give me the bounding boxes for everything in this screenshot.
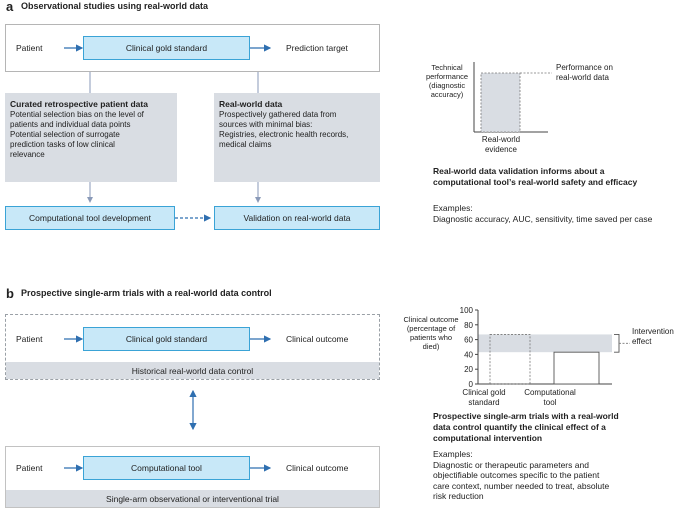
curated-retrospective-box: Curated retrospective patient data Poten… [5,93,177,182]
chart-b-xlabel-line: standard [468,398,500,407]
chart-b-y-tick-label: 0 [469,380,474,389]
chart-b-xlabel-line: tool [543,398,557,407]
panel-a-title: Observational studies using real-world d… [21,1,209,11]
clinical-gold-standard-box: Clinical gold standard [83,327,250,351]
panel-a-examples-label: Examples: [433,203,473,213]
chart-a-annotation-line: real-world data [556,73,609,82]
real-world-data-box: Real-world data Prospectively gathered d… [214,93,380,182]
chart-b-y-tick-label: 80 [464,321,473,330]
realworld-line: sources with minimal bias: [219,120,313,129]
curated-heading: Curated retrospective patient data [10,99,148,109]
patient-label: Patient [16,463,43,473]
realworld-line: medical claims [219,140,272,149]
chart-a-annotation-line: Performance on [556,63,613,72]
chart-b-ylabel-line: Clinical outcome [403,315,459,324]
tool-development-box: Computational tool development [5,206,175,230]
chart-b-xlabel-line: Computational [524,388,576,397]
realworld-line: Registries, electronic health records, [219,130,349,139]
panel-a-summary-line: Real-world data validation informs about… [433,166,605,176]
intervention-effect-line: effect [632,337,652,346]
panel-b-summary-line: computational intervention [433,433,543,443]
chart-a-ylabel-line: (diagnostic [428,81,466,90]
panel-b-examples-line: Diagnostic or therapeutic parameters and [433,459,589,470]
panel-b-summary-line: data control quantify the clinical effec… [433,422,606,432]
clinical-gold-standard-box: Clinical gold standard [83,36,250,60]
chart-a-xlabel: Real-world evidence [474,135,528,155]
chart-b-y-tick-label: 20 [464,365,473,374]
bar-clinical-gold-standard [489,334,531,385]
validation-box: Validation on real-world data [214,206,380,230]
panel-b-title: Prospective single-arm trials with a rea… [21,288,272,298]
realworld-line: Prospectively gathered data from [219,110,337,119]
panel-b-examples-label: Examples: [433,449,473,459]
intervention-effect-band [478,334,612,353]
chart-a-xlabel-line: Real-world [481,135,521,144]
curated-line: Potential selection bias on the level of [10,110,144,119]
historical-control-frame [5,314,380,380]
chart-a-bar [480,72,521,133]
chart-b-ylabel: Clinical outcome (percentage of patients… [401,315,461,351]
intervention-effect-line: Intervention [632,327,674,336]
intervention-effect-bracket [614,333,620,353]
panel-a-examples-text: Diagnostic accuracy, AUC, sensitivity, t… [433,214,653,224]
curated-line: relevance [10,150,45,159]
realworld-heading: Real-world data [219,99,283,109]
panel-b-examples-line: care context, number needed to treat, ab… [433,480,610,491]
curated-line: patients and individual data points [10,120,131,129]
chart-b-xlabel-2: Computational tool [515,388,585,408]
chart-b-y-tick-label: 40 [464,350,473,359]
chart-a-ylabel-line: performance [425,72,469,81]
chart-b-ylabel-line: patients who died) [409,333,453,351]
panel-a-summary: Real-world data validation informs about… [433,166,637,188]
panel-b-summary: Prospective single-arm trials with a rea… [433,411,619,444]
panel-a-examples: Examples: Diagnostic accuracy, AUC, sens… [433,203,652,225]
chart-a-annotation: Performance on real-world data [556,63,613,83]
chart-b-xlabel-1: Clinical gold standard [449,388,519,408]
chart-b: 100 80 60 40 20 0 [460,306,630,389]
chart-b-ylabel-line: (percentage of [406,324,456,333]
intervention-effect-label: Intervention effect [632,327,674,347]
single-arm-frame [5,446,380,508]
chart-a-ylabel-line: Technical [431,63,463,72]
computational-tool-box: Computational tool [83,456,250,480]
panel-b-examples-line: risk reduction [433,491,484,501]
panel-a-summary-line: computational tool’s real-world safety a… [433,177,638,187]
chart-b-y-tick-label: 60 [464,336,473,345]
clinical-outcome-label: Clinical outcome [286,334,349,344]
curated-line: prediction tasks of low clinical [10,140,115,149]
panel-b-summary-line: Prospective single-arm trials with a rea… [433,411,619,421]
chart-b-y-tick-label: 100 [460,306,474,315]
prediction-target-label: Prediction target [286,43,348,53]
chart-a-ylabel-line: accuracy) [430,90,464,99]
patient-label: Patient [16,43,43,53]
historical-control-bar: Historical real-world data control [6,362,379,379]
panel-b-examples: Examples: Diagnostic or therapeutic para… [433,449,609,502]
clinical-outcome-label: Clinical outcome [286,463,349,473]
chart-a-ylabel: Technical performance (diagnostic accura… [422,63,472,99]
single-arm-bar: Single-arm observational or intervention… [6,490,379,507]
chart-a-xlabel-line: evidence [484,145,518,154]
panel-a-top-frame [5,24,380,72]
bar-computational-tool [553,351,600,385]
panel-a-letter: a [6,0,14,14]
chart-a [473,62,552,133]
panel-b-letter: b [6,286,14,301]
curated-line: Potential selection of surrogate [10,130,120,139]
patient-label: Patient [16,334,43,344]
panel-b-examples-line: objectifiable outcomes specific to the p… [433,470,600,480]
chart-b-xlabel-line: Clinical gold [462,388,506,397]
